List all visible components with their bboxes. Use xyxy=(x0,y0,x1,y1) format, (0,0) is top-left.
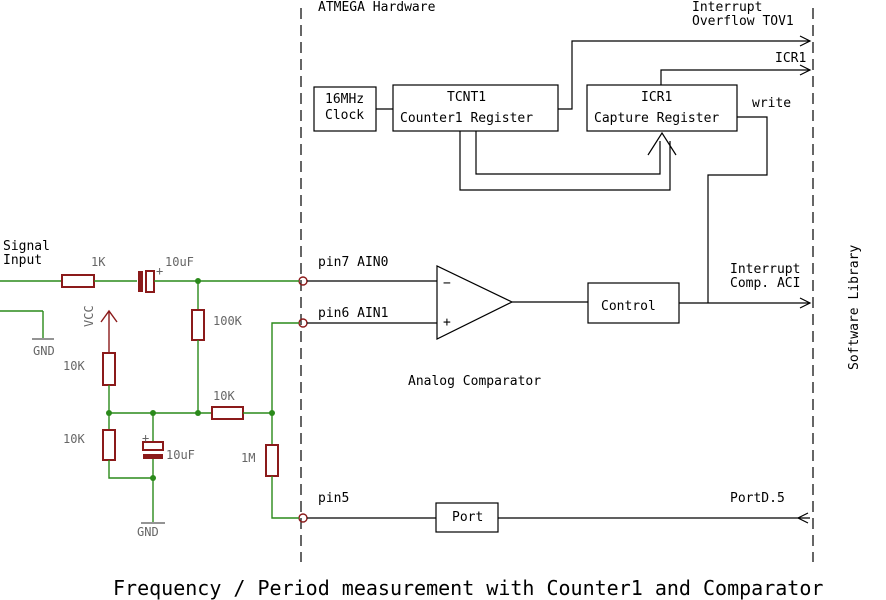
resistor-1k-label: 1K xyxy=(91,255,106,269)
counter-to-capture-wire-1 xyxy=(475,131,661,175)
port-label: Port xyxy=(452,510,483,525)
portd5-arrowhead xyxy=(796,512,809,524)
tcnt1-label-1: TCNT1 xyxy=(447,90,486,105)
resistor-10k-upper xyxy=(102,352,116,386)
cap-top-plate-neg xyxy=(138,271,143,292)
resistor-1m xyxy=(265,444,279,477)
pin5-terminal xyxy=(298,513,308,523)
comparator-label: Analog Comparator xyxy=(408,374,541,389)
cap-top-plus: + xyxy=(156,264,163,278)
node-100k-bottom xyxy=(195,410,201,416)
write-label: write xyxy=(752,96,791,111)
cap-bottom-plate-neg xyxy=(143,454,163,459)
resistor-10k-horizontal xyxy=(211,406,244,420)
interrupt-aci-label-2: Comp. ACI xyxy=(730,276,800,291)
overflow-arrowhead xyxy=(799,35,812,47)
clock-label-1: 16MHz xyxy=(325,92,364,107)
portd5-label: PortD.5 xyxy=(730,491,785,506)
icr1-output-label: ICR1 xyxy=(775,51,806,66)
signal-input-label-1: Signal xyxy=(3,239,50,254)
pin7-terminal xyxy=(298,276,308,286)
comparator-plus: + xyxy=(443,315,451,330)
interrupt-aci-label-1: Interrupt xyxy=(730,262,800,277)
pin7-label: pin7 AIN0 xyxy=(318,255,388,270)
icr1-block xyxy=(586,84,738,132)
resistor-10k-lower xyxy=(102,429,116,461)
write-wire xyxy=(707,116,768,303)
hardware-section-label: ATMEGA Hardware xyxy=(318,0,436,15)
comparator-triangle xyxy=(436,265,514,340)
cap-bottom-plus: + xyxy=(142,431,149,445)
software-section-label: Software Library xyxy=(847,245,862,370)
cap-top-plate-pos xyxy=(145,270,155,293)
resistor-10k-upper-label: 10K xyxy=(63,359,85,373)
control-block xyxy=(587,282,680,324)
diagram-caption: Frequency / Period measurement with Coun… xyxy=(113,576,823,600)
port-block xyxy=(435,502,499,533)
cap-bottom-plate-pos xyxy=(142,441,164,451)
counter-to-capture-wire-2 xyxy=(459,131,671,191)
node-gnd xyxy=(150,475,156,481)
capture-clock-wedge xyxy=(647,131,677,156)
icr1-label-2: Capture Register xyxy=(594,111,719,126)
resistor-10k-lower-label: 10K xyxy=(63,432,85,446)
gnd-bottom-label: GND xyxy=(137,525,159,539)
vcc-label: VCC xyxy=(82,305,96,327)
interrupt-tov1-label-1: Interrupt xyxy=(692,0,762,15)
resistor-1k xyxy=(61,274,95,288)
cap-top-label: 10uF xyxy=(165,255,194,269)
wire-1m-to-pin5 xyxy=(271,476,299,519)
icr1-label-1: ICR1 xyxy=(641,90,672,105)
wire-divider-bottom xyxy=(108,460,153,479)
resistor-10k-horizontal-label: 10K xyxy=(213,389,235,403)
resistor-100k xyxy=(191,309,205,341)
gnd-top-label: GND xyxy=(33,344,55,358)
clock-label-2: Clock xyxy=(325,108,364,123)
pin6-terminal xyxy=(298,318,308,328)
icr1-output-wire xyxy=(660,69,810,85)
control-label: Control xyxy=(601,299,656,314)
signal-input-label-2: Input xyxy=(3,253,42,268)
pin5-label: pin5 xyxy=(318,491,349,506)
pin6-label: pin6 AIN1 xyxy=(318,306,388,321)
tcnt1-block xyxy=(392,84,559,132)
cap-bottom-label: 10uF xyxy=(166,448,195,462)
resistor-100k-label: 100K xyxy=(213,314,243,328)
comparator-minus: − xyxy=(443,276,451,291)
interrupt-tov1-label-2: Overflow TOV1 xyxy=(692,14,794,29)
tcnt1-label-2: Counter1 Register xyxy=(400,111,533,126)
overflow-wire xyxy=(558,40,810,110)
icr1-output-arrowhead xyxy=(799,64,812,76)
resistor-1m-label: 1M xyxy=(241,451,255,465)
aci-arrowhead xyxy=(799,297,812,309)
wire-to-pin6 xyxy=(271,322,299,413)
